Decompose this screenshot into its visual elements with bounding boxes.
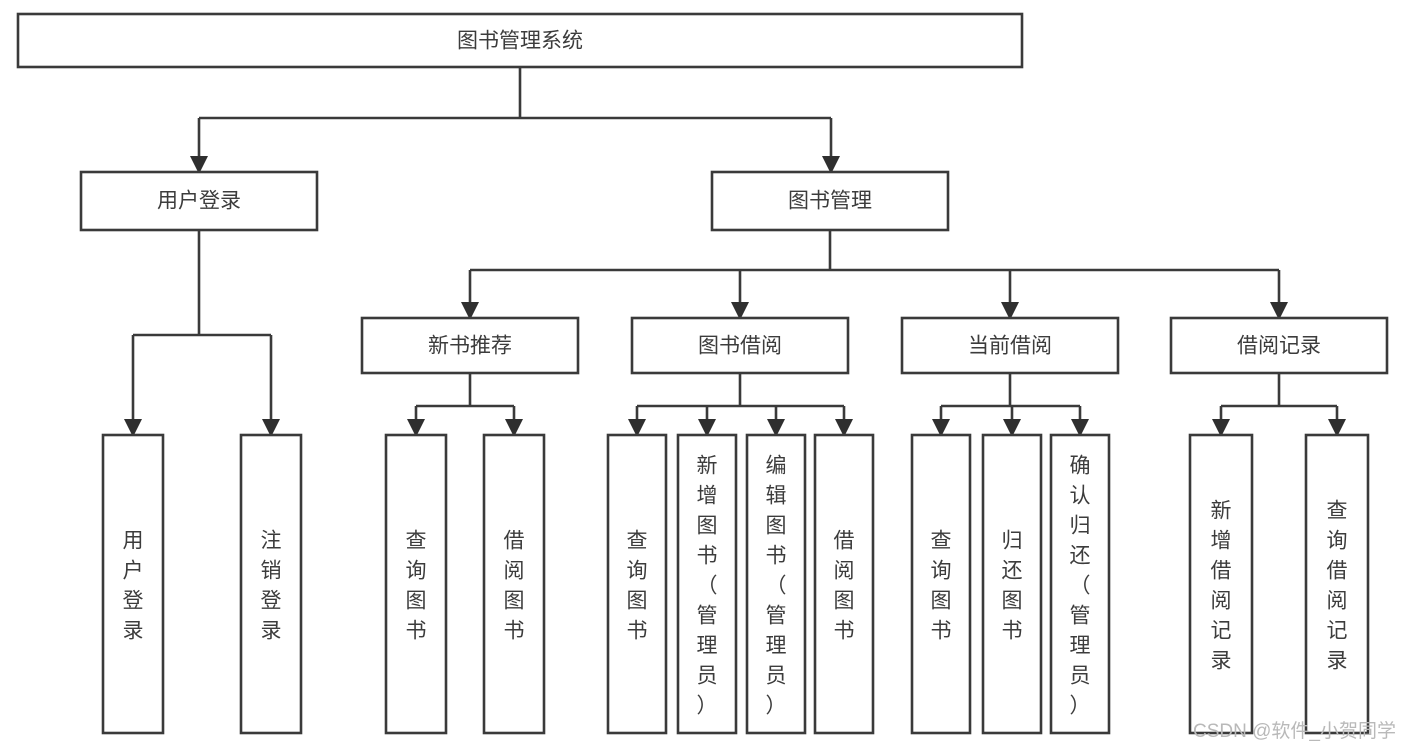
node-leaf-query-book-current[interactable]: 查询图书 (910, 433, 972, 735)
node-leaf-user-login-label: 用户登录 (123, 529, 144, 642)
node-leaf-edit-book-admin[interactable]: 编辑图书（管理员） (745, 433, 807, 735)
arrow-head-leaf-query-book-borrow (628, 419, 646, 437)
node-root-label: 图书管理系统 (457, 30, 583, 53)
node-new-book-recommend-box[interactable] (360, 316, 580, 375)
node-current-borrow-label: 当前借阅 (968, 335, 1052, 358)
arrow-head-user-login (190, 156, 208, 174)
node-leaf-confirm-return-admin-box[interactable] (1049, 433, 1111, 735)
node-user-login-box[interactable] (79, 170, 319, 232)
arrow-head-leaf-logout-login (262, 419, 280, 437)
node-leaf-borrow-book-box[interactable] (813, 433, 875, 735)
connector-root-to-level1 (197, 67, 833, 160)
arrow-head-leaf-query-book-current (932, 419, 950, 437)
node-leaf-query-book-recommend[interactable]: 查询图书 (384, 433, 448, 735)
connector-book-borrow-to-leaves (635, 373, 846, 424)
node-leaf-query-borrow-record[interactable]: 查询借阅记录 (1304, 433, 1370, 735)
node-current-borrow-box[interactable] (900, 316, 1120, 375)
arrow-head-leaf-query-book-recommend (407, 419, 425, 437)
node-leaf-user-login[interactable]: 用户登录 (101, 433, 165, 735)
node-leaf-query-book-borrow-box[interactable] (606, 433, 668, 735)
node-leaf-edit-book-admin-label: 编辑图书（管理员） (766, 454, 787, 717)
connector-layer (124, 67, 1346, 437)
node-borrow-record[interactable]: 借阅记录 (1169, 316, 1389, 375)
node-leaf-borrow-book-label: 借阅图书 (834, 529, 855, 642)
arrow-head-borrow-record (1270, 302, 1288, 320)
arrow-head-new-book-recommend (461, 302, 479, 320)
arrow-head-leaf-query-borrow-record (1328, 419, 1346, 437)
node-leaf-logout-login-box[interactable] (239, 433, 303, 735)
node-book-management-box[interactable] (710, 170, 950, 232)
arrow-head-current-borrow (1001, 302, 1019, 320)
node-current-borrow[interactable]: 当前借阅 (900, 316, 1120, 375)
leaf-layer: 用户登录 注销登录 查询图书 借阅图书 查询图书 新增图书（管理员） (101, 433, 1370, 735)
csdn-watermark: CSDN @软件_小贺同学 (1193, 720, 1396, 742)
arrow-head-book-borrow (731, 302, 749, 320)
node-leaf-confirm-return-admin-label: 确认归还（管理员） (1070, 454, 1091, 717)
node-book-borrow[interactable]: 图书借阅 (630, 316, 850, 375)
node-user-login[interactable]: 用户登录 (79, 170, 319, 232)
node-leaf-add-book-admin-box[interactable] (676, 433, 738, 735)
node-leaf-logout-login-label: 注销登录 (261, 529, 282, 642)
connector-new-book-recommend-to-leaves (414, 373, 516, 424)
arrow-head-leaf-return-book (1003, 419, 1021, 437)
node-leaf-query-book-recommend-label: 查询图书 (406, 529, 427, 642)
node-leaf-borrow-book-recommend[interactable]: 借阅图书 (482, 433, 546, 735)
node-leaf-query-book-current-label: 查询图书 (931, 529, 952, 642)
node-leaf-edit-book-admin-box[interactable] (745, 433, 807, 735)
node-leaf-add-borrow-record-box[interactable] (1188, 433, 1254, 735)
node-new-book-recommend[interactable]: 新书推荐 (360, 316, 580, 375)
connector-user-login-to-leaves (131, 230, 273, 424)
node-leaf-return-book[interactable]: 归还图书 (981, 433, 1043, 735)
node-leaf-query-book-recommend-box[interactable] (384, 433, 448, 735)
arrow-head-leaf-user-login (124, 419, 142, 437)
node-leaf-return-book-box[interactable] (981, 433, 1043, 735)
node-leaf-user-login-box[interactable] (101, 433, 165, 735)
node-new-book-recommend-label: 新书推荐 (428, 335, 512, 358)
node-book-borrow-box[interactable] (630, 316, 850, 375)
connector-borrow-record-to-leaves (1219, 373, 1339, 424)
node-book-borrow-label: 图书借阅 (698, 335, 782, 358)
node-leaf-add-borrow-record-label: 新增借阅记录 (1211, 499, 1232, 672)
node-leaf-borrow-book-recommend-label: 借阅图书 (504, 529, 525, 642)
connector-current-borrow-to-leaves (939, 373, 1082, 424)
arrow-head-leaf-edit-book-admin (767, 419, 785, 437)
arrow-head-leaf-borrow-book (835, 419, 853, 437)
node-root-box[interactable] (16, 12, 1024, 69)
arrow-head-leaf-borrow-book-recommend (505, 419, 523, 437)
node-leaf-borrow-book[interactable]: 借阅图书 (813, 433, 875, 735)
node-leaf-logout-login[interactable]: 注销登录 (239, 433, 303, 735)
node-leaf-query-book-borrow-label: 查询图书 (627, 529, 648, 642)
arrow-head-book-management (822, 156, 840, 174)
node-leaf-add-book-admin-label: 新增图书（管理员） (697, 454, 718, 717)
node-leaf-add-borrow-record[interactable]: 新增借阅记录 (1188, 433, 1254, 735)
node-borrow-record-label: 借阅记录 (1237, 335, 1321, 358)
node-leaf-query-borrow-record-box[interactable] (1304, 433, 1370, 735)
node-leaf-return-book-label: 归还图书 (1002, 529, 1023, 642)
node-user-login-label: 用户登录 (157, 190, 241, 213)
connector-book-management-to-level2 (468, 230, 1281, 306)
arrow-head-leaf-add-book-admin (698, 419, 716, 437)
node-leaf-query-book-current-box[interactable] (910, 433, 972, 735)
node-root[interactable]: 图书管理系统 (16, 12, 1024, 69)
arrow-head-leaf-confirm-return-admin (1071, 419, 1089, 437)
node-book-management-label: 图书管理 (788, 190, 872, 213)
node-book-management[interactable]: 图书管理 (710, 170, 950, 232)
node-leaf-confirm-return-admin[interactable]: 确认归还（管理员） (1049, 433, 1111, 735)
node-leaf-query-book-borrow[interactable]: 查询图书 (606, 433, 668, 735)
node-leaf-query-borrow-record-label: 查询借阅记录 (1327, 499, 1348, 672)
node-leaf-add-book-admin[interactable]: 新增图书（管理员） (676, 433, 738, 735)
arrow-head-leaf-add-borrow-record (1212, 419, 1230, 437)
node-borrow-record-box[interactable] (1169, 316, 1389, 375)
node-leaf-borrow-book-recommend-box[interactable] (482, 433, 546, 735)
